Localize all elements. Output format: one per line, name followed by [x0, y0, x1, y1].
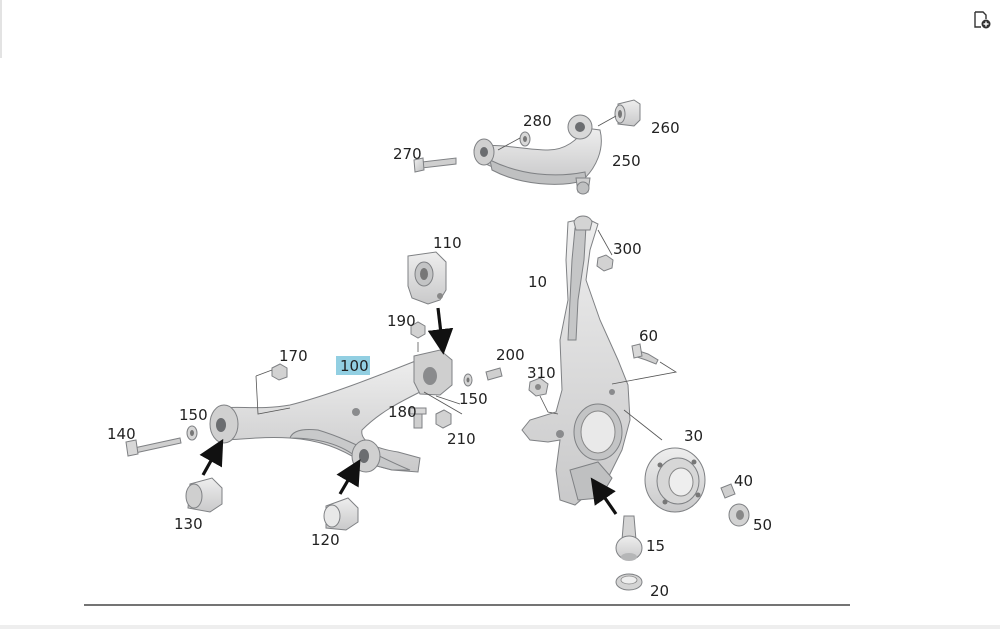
bracket-110: [407, 251, 447, 305]
bushing-120: [323, 497, 359, 531]
svg-text:180: 180: [388, 403, 417, 421]
svg-text:170: 170: [279, 347, 308, 365]
callout-150-left[interactable]: 150: [179, 406, 208, 424]
svg-text:10: 10: [528, 273, 547, 291]
nut-210: [435, 409, 452, 429]
svg-text:30: 30: [684, 427, 703, 445]
callout-250[interactable]: 250: [612, 152, 641, 170]
svg-text:130: 130: [174, 515, 203, 533]
callout-210[interactable]: 210: [447, 430, 476, 448]
svg-text:260: 260: [651, 119, 680, 137]
callout-30[interactable]: 30: [684, 427, 703, 445]
lower-control-arm: [209, 349, 453, 473]
assembly-arrows: [199, 307, 618, 515]
callout-10[interactable]: 10: [528, 273, 547, 291]
bottom-band: [0, 625, 1000, 629]
callout-310[interactable]: 310: [527, 364, 556, 382]
bushing-130: [185, 477, 223, 513]
screw-180: [409, 407, 427, 429]
callout-170[interactable]: 170: [279, 347, 308, 365]
svg-text:210: 210: [447, 430, 476, 448]
callout-200[interactable]: 200: [496, 346, 525, 364]
svg-text:110: 110: [433, 234, 462, 252]
svg-text:20: 20: [650, 582, 669, 600]
washer-150-right: [463, 373, 473, 387]
bolt-270: [413, 157, 457, 173]
bolt-60: [631, 343, 659, 365]
callout-280[interactable]: 280: [523, 112, 552, 130]
washer-280: [519, 131, 531, 147]
svg-text:15: 15: [646, 537, 665, 555]
screw-40: [720, 483, 736, 499]
callout-150-right[interactable]: 150: [459, 390, 488, 408]
nut-50: [728, 503, 750, 527]
svg-text:40: 40: [734, 472, 753, 490]
add-page-icon: [974, 11, 991, 29]
steering-knuckle: [521, 215, 631, 506]
bolt-200: [485, 367, 503, 381]
svg-text:200: 200: [496, 346, 525, 364]
callout-300[interactable]: 300: [613, 240, 642, 258]
svg-text:60: 60: [639, 327, 658, 345]
bushing-260: [614, 99, 641, 127]
nut-310: [528, 377, 549, 397]
callout-40[interactable]: 40: [734, 472, 753, 490]
leader-lines: [255, 115, 678, 441]
callout-130[interactable]: 130: [174, 515, 203, 533]
nut-300: [596, 254, 614, 272]
svg-text:310: 310: [527, 364, 556, 382]
callout-140[interactable]: 140: [107, 425, 136, 443]
highlight-box: [336, 356, 370, 375]
svg-text:190: 190: [387, 312, 416, 330]
add-page-button[interactable]: [970, 8, 994, 32]
callout-260[interactable]: 260: [651, 119, 680, 137]
svg-text:280: 280: [523, 112, 552, 130]
svg-text:150: 150: [179, 406, 208, 424]
callout-60[interactable]: 60: [639, 327, 658, 345]
callout-110[interactable]: 110: [433, 234, 462, 252]
callout-20[interactable]: 20: [650, 582, 669, 600]
svg-text:300: 300: [613, 240, 642, 258]
bolt-140: [125, 437, 182, 457]
svg-text:120: 120: [311, 531, 340, 549]
ring-20: [615, 573, 643, 591]
sidebar-edge: [0, 0, 2, 58]
callout-120[interactable]: 120: [311, 531, 340, 549]
callout-270[interactable]: 270: [393, 145, 422, 163]
svg-text:100: 100: [340, 357, 369, 375]
svg-text:150: 150: [459, 390, 488, 408]
callout-50[interactable]: 50: [753, 516, 772, 534]
svg-text:140: 140: [107, 425, 136, 443]
callout-100-highlighted[interactable]: 100: [336, 356, 370, 375]
nut-170: [271, 363, 288, 381]
callout-15[interactable]: 15: [646, 537, 665, 555]
ball-joint-15: [615, 515, 643, 561]
wheel-hub-30: [644, 447, 706, 513]
callout-190[interactable]: 190: [387, 312, 416, 330]
svg-text:250: 250: [612, 152, 641, 170]
svg-text:270: 270: [393, 145, 422, 163]
nut-190: [410, 321, 426, 339]
washer-150-left: [186, 425, 198, 441]
callout-180[interactable]: 180: [388, 403, 417, 421]
upper-control-arm: [473, 114, 602, 195]
svg-text:50: 50: [753, 516, 772, 534]
